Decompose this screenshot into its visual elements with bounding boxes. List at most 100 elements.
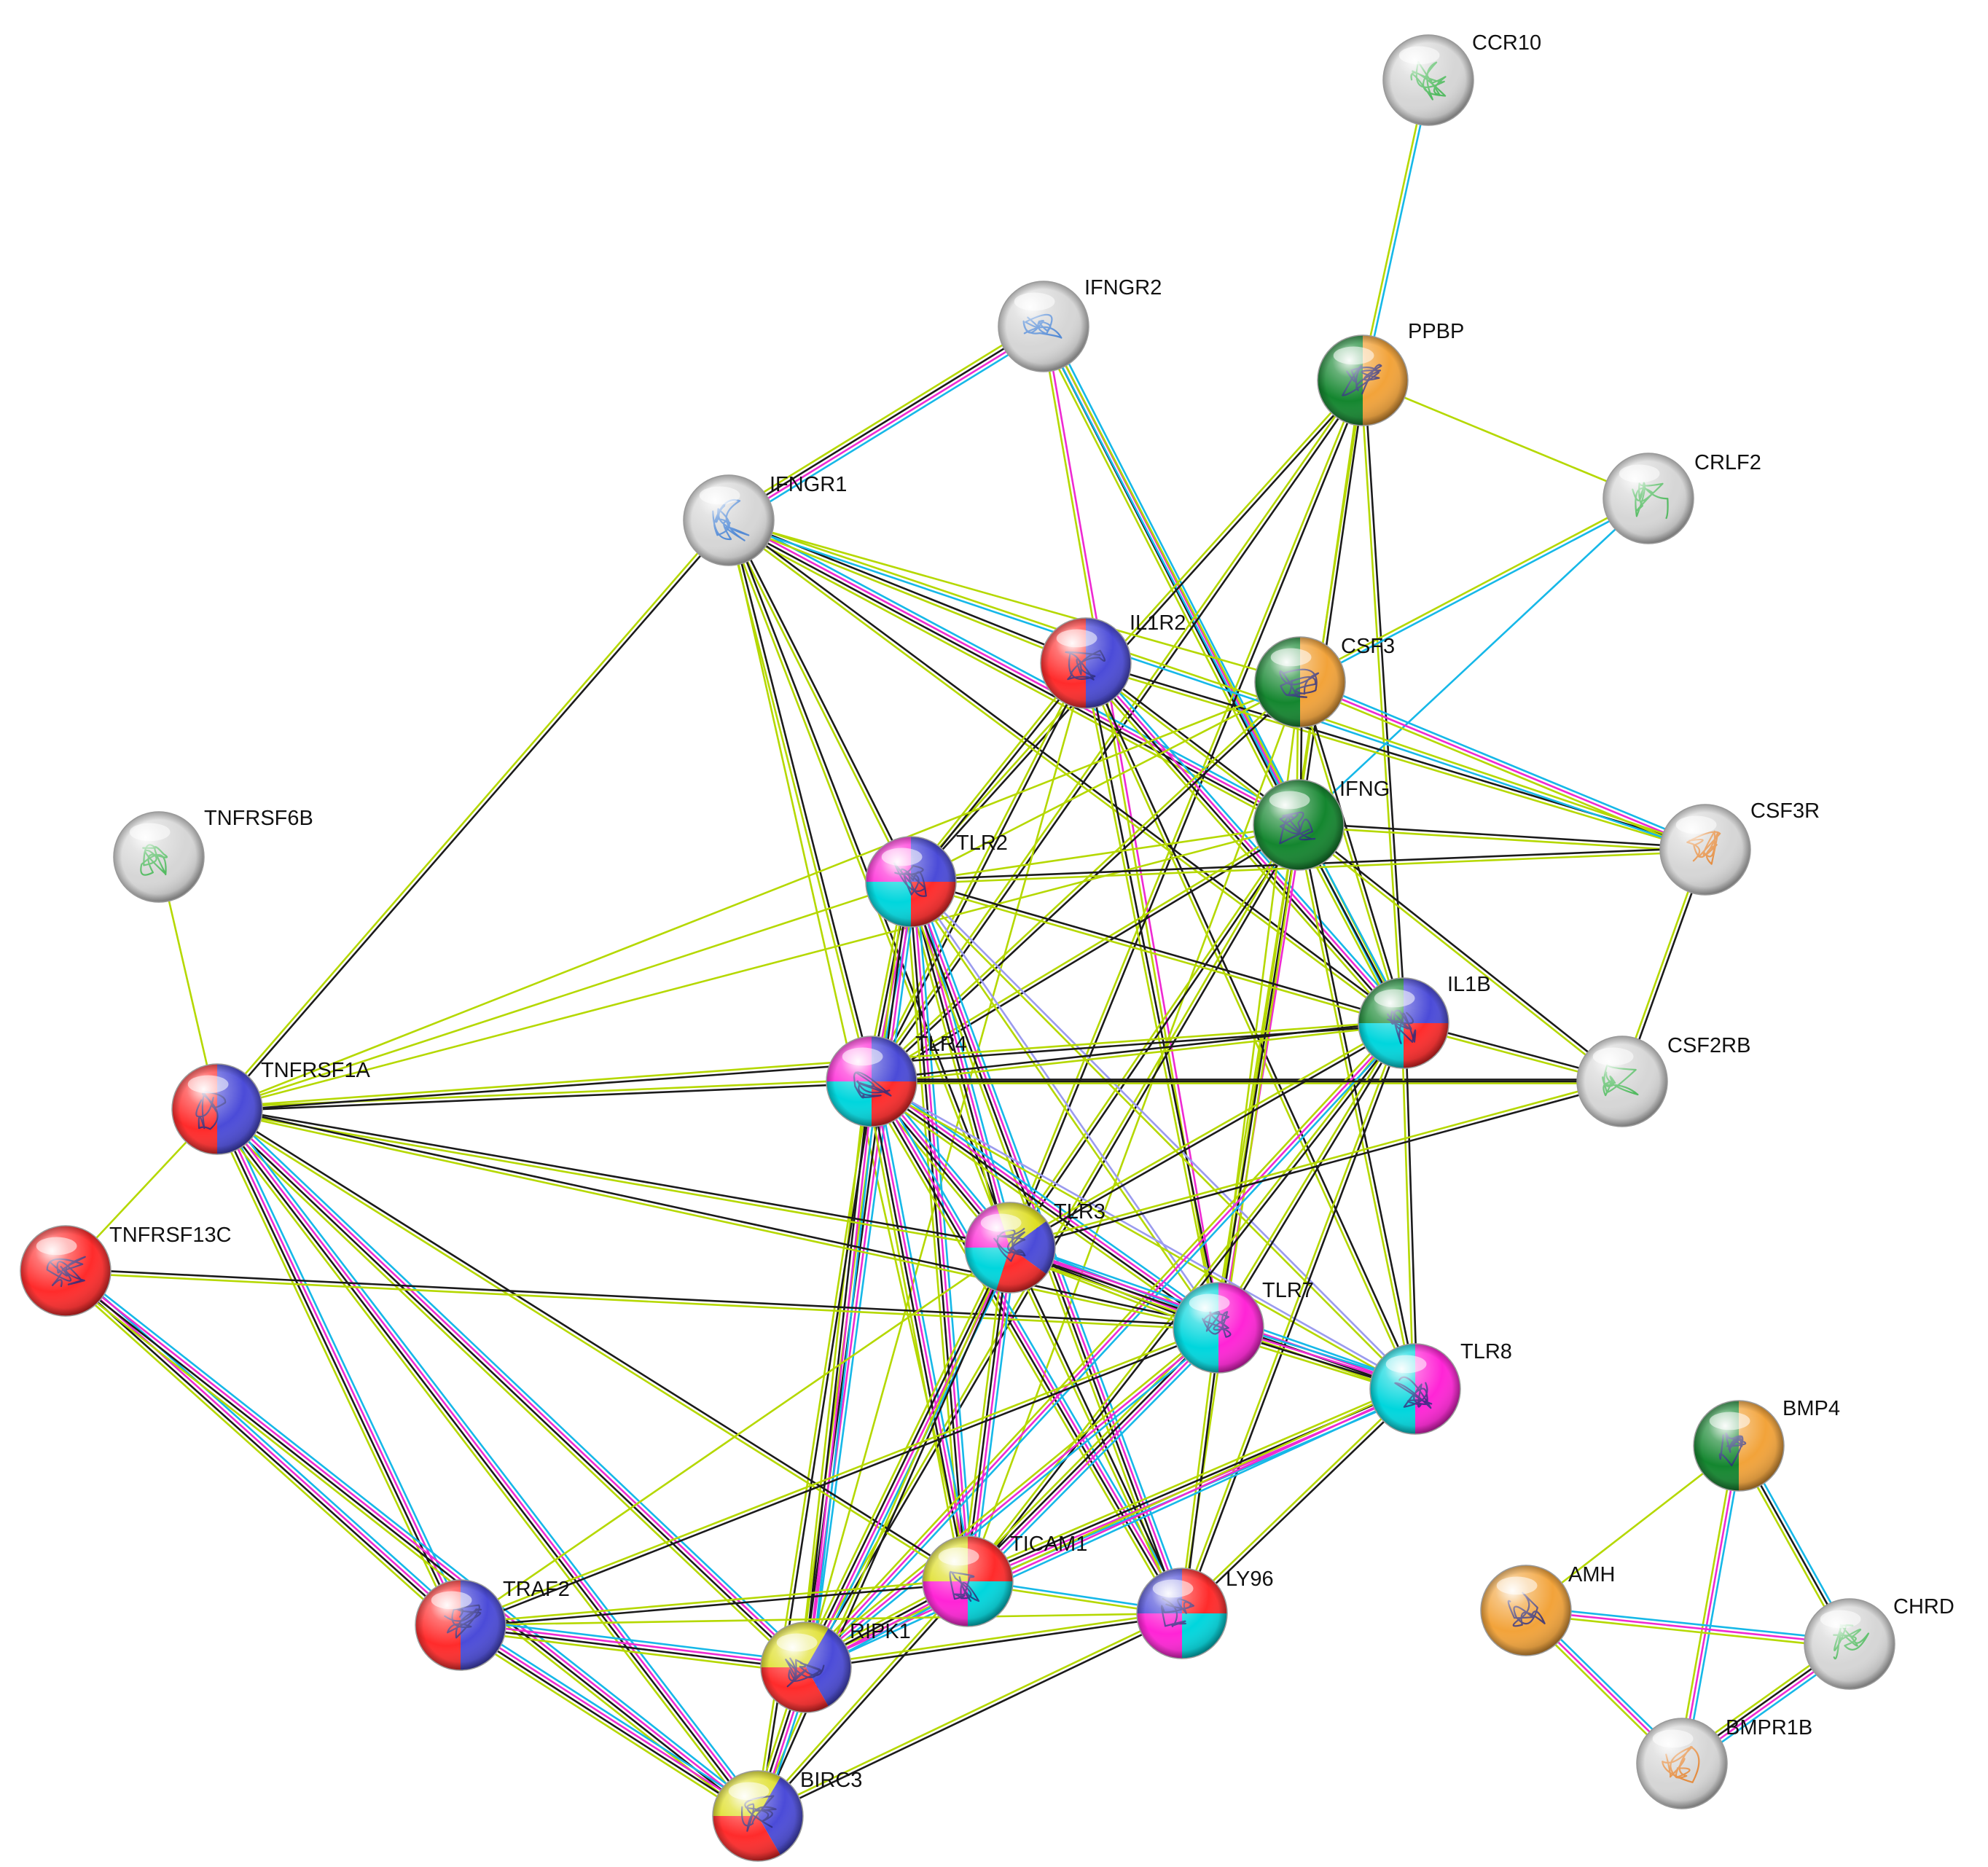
edge-csf3r-ifngr1: [727, 517, 1707, 853]
node-il1b[interactable]: IL1B: [1358, 973, 1491, 1069]
node-highlight: [1385, 1355, 1427, 1374]
edge-il1b-ly96: [1179, 1022, 1406, 1615]
edge-line-black: [1087, 662, 1418, 1389]
node-label-csf3: CSF3: [1341, 635, 1395, 658]
edge-ticam1-birc3: [756, 1579, 970, 1818]
node-label-ifng: IFNG: [1339, 778, 1390, 801]
edge-line-green: [727, 521, 1404, 1026]
edge-line-magenta: [1680, 1445, 1740, 1764]
node-tnfrsf6b[interactable]: TNFRSF6B: [113, 807, 313, 903]
edge-line-magenta: [805, 1387, 1416, 1669]
node-label-il1r2: IL1R2: [1130, 611, 1186, 635]
node-tlr3[interactable]: TLR3: [964, 1200, 1105, 1293]
edge-line-green: [729, 517, 1707, 849]
node-csf2rb[interactable]: CSF2RB: [1576, 1034, 1750, 1127]
edge-line-magenta: [1086, 661, 1406, 1023]
edge-line-cyan: [69, 1265, 762, 1812]
edge-line-black: [1011, 825, 1302, 1250]
node-il1r2[interactable]: IL1R2: [1040, 611, 1186, 709]
node-ifngr2[interactable]: IFNGR2: [998, 276, 1162, 372]
edge-tlr3-birc3: [755, 1246, 1013, 1817]
node-tlr4[interactable]: TLR4: [826, 1033, 967, 1127]
edge-line-green: [459, 1629, 806, 1675]
edge-line-black: [217, 1082, 872, 1112]
edge-line-black: [911, 879, 1405, 1022]
node-ly96[interactable]: LY96: [1136, 1567, 1274, 1659]
node-amh[interactable]: AMH: [1480, 1563, 1615, 1656]
edge-ppbp-ifng: [1296, 380, 1366, 826]
node-tlr8[interactable]: TLR8: [1369, 1340, 1512, 1435]
node-highlight: [1152, 1579, 1194, 1598]
node-birc3[interactable]: BIRC3: [712, 1769, 862, 1862]
edge-line-green: [1084, 664, 1705, 853]
edge-line-green: [728, 519, 1301, 684]
edge-line-green: [1677, 1444, 1737, 1764]
node-ripk1[interactable]: RIPK1: [760, 1620, 911, 1713]
node-highlight: [1619, 464, 1660, 483]
node-tlr2[interactable]: TLR2: [865, 831, 1008, 928]
edge-line-black: [1011, 380, 1366, 1249]
node-label-il1b: IL1B: [1447, 973, 1491, 996]
edge-amh-chrd: [1525, 1605, 1850, 1649]
edge-il1b-tnfrsf1a: [216, 1020, 1404, 1112]
edge-line-lavender: [912, 880, 1221, 1328]
node-crlf2[interactable]: CRLF2: [1602, 451, 1761, 544]
edge-line-black: [759, 1248, 1013, 1817]
edge-line-green: [1299, 496, 1648, 681]
edge-ifngr1-tnfrsf1a: [215, 518, 731, 1111]
edge-line-green: [725, 524, 1296, 831]
node-highlight: [1496, 1576, 1538, 1595]
edge-line-green: [1296, 826, 1622, 1084]
edge-il1b-ripk1: [802, 1019, 1407, 1671]
node-chrd[interactable]: CHRD: [1804, 1595, 1954, 1690]
edge-line-magenta: [807, 1248, 1013, 1669]
node-label-tlr2: TLR2: [956, 831, 1008, 855]
node-ticam1[interactable]: TICAM1: [922, 1533, 1087, 1627]
node-highlight: [431, 1591, 472, 1610]
edge-line-black: [217, 1106, 1219, 1327]
node-highlight: [1056, 629, 1097, 648]
edge-line-black: [1087, 662, 1221, 1328]
edge-line-magenta: [729, 327, 1046, 523]
node-tnfrsf13c[interactable]: TNFRSF13C: [20, 1224, 232, 1317]
edge-tnfrsf1a-ripk1: [212, 1104, 811, 1672]
edge-line-green: [1179, 1327, 1218, 1613]
edge-line-magenta: [66, 1268, 760, 1815]
edge-line-black: [869, 1081, 967, 1582]
node-tnfrsf1a[interactable]: TNFRSF1A: [171, 1059, 371, 1155]
node-highlight: [1398, 46, 1440, 65]
node-traf2[interactable]: TRAF2: [415, 1578, 570, 1671]
node-tlr7[interactable]: TLR7: [1173, 1279, 1314, 1374]
node-bmp4[interactable]: BMP4: [1693, 1397, 1840, 1492]
edge-line-green: [216, 681, 1301, 1111]
node-highlight: [728, 1782, 770, 1801]
edge-line-green: [805, 662, 1087, 1668]
node-csf3[interactable]: CSF3: [1254, 635, 1395, 728]
edge-line-green: [909, 882, 1415, 1391]
node-label-amh: AMH: [1568, 1563, 1615, 1586]
node-highlight: [36, 1237, 77, 1256]
edge-ppbp-crlf2: [1362, 379, 1649, 500]
node-ppbp[interactable]: PPBP: [1317, 320, 1464, 426]
edge-line-green: [1401, 1023, 1414, 1390]
node-ccr10[interactable]: CCR10: [1382, 31, 1541, 126]
edge-line-green: [65, 1272, 1218, 1331]
node-csf3r[interactable]: CSF3R: [1659, 799, 1820, 896]
node-bmpr1b[interactable]: BMPR1B: [1636, 1716, 1812, 1809]
edge-line-green: [1298, 826, 1705, 853]
node-ifngr1[interactable]: IFNGR1: [683, 473, 847, 566]
edge-line-cyan: [1526, 1605, 1850, 1642]
edge-line-green: [215, 1110, 968, 1584]
edge-line-black: [63, 1271, 461, 1627]
node-ifng[interactable]: IFNG: [1253, 778, 1390, 871]
node-label-ifngr2: IFNGR2: [1084, 276, 1162, 300]
edge-line-green: [909, 378, 1363, 882]
edge-traf2-birc3: [457, 1619, 762, 1822]
edge-line-cyan: [1363, 80, 1431, 381]
node-label-tlr8: TLR8: [1460, 1340, 1512, 1363]
edge-crlf2-csf3: [1299, 496, 1650, 685]
edge-line-green: [1083, 663, 1414, 1390]
edge-line-cyan: [731, 330, 1047, 526]
edge-line-cyan: [1301, 677, 1707, 848]
